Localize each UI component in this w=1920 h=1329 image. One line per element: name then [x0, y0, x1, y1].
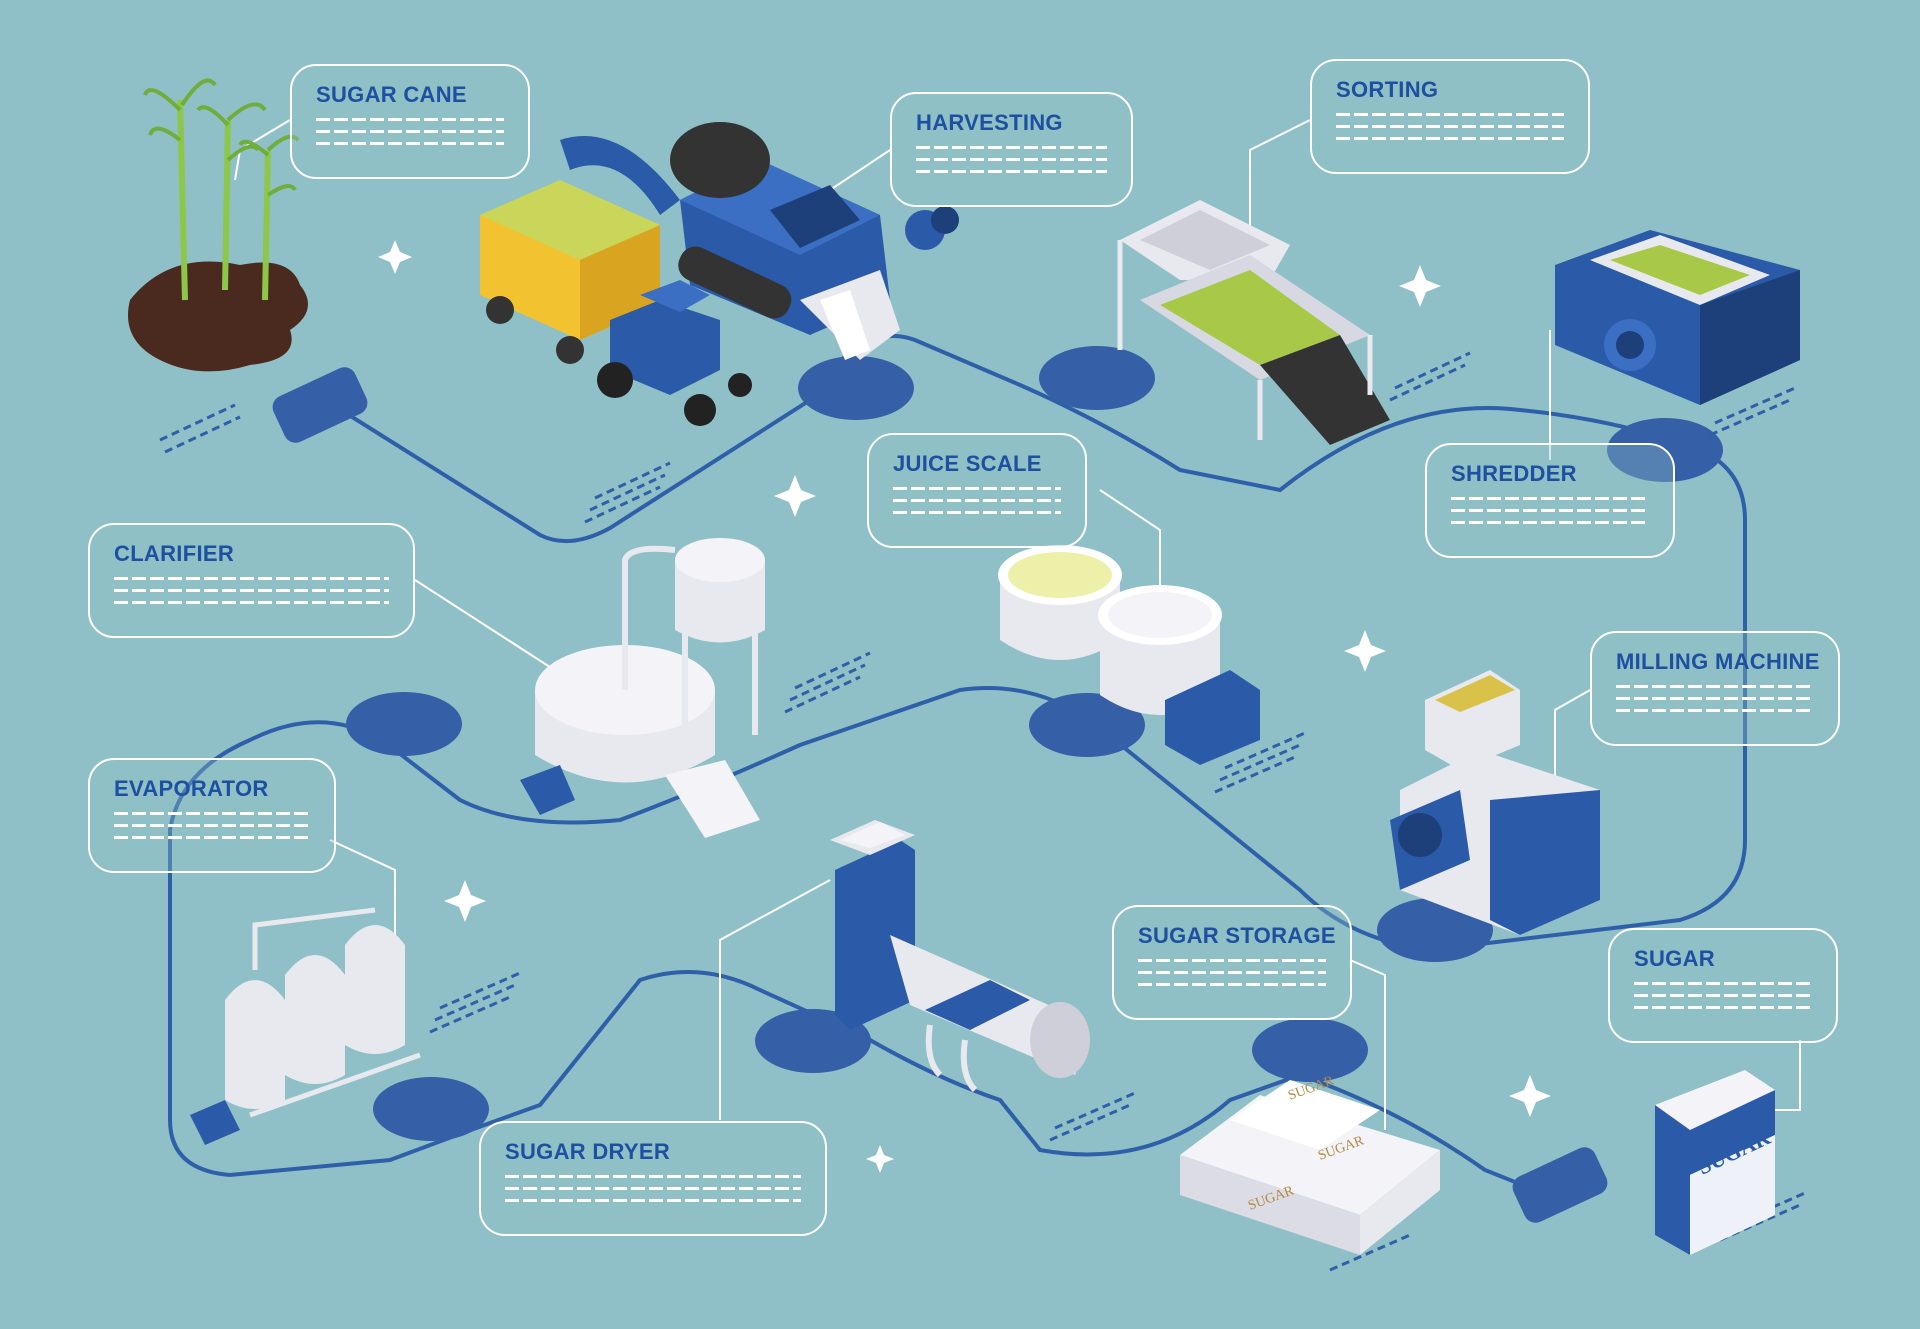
sugar-bags-icon: SUGAR SUGAR SUGAR — [1180, 1073, 1440, 1255]
flow-node-dryer — [755, 1009, 871, 1073]
sorting-conveyor-icon — [1117, 200, 1390, 445]
flow-node-start — [272, 367, 368, 443]
placeholder-text-lines — [1138, 959, 1326, 995]
stage-title: SORTING — [1336, 77, 1439, 102]
stage-title: SUGAR STORAGE — [1138, 923, 1336, 948]
placeholder-text-lines — [1336, 113, 1564, 149]
flow-node-sorting — [1039, 346, 1155, 410]
label-sugar-storage: SUGAR STORAGE — [1112, 905, 1352, 1020]
label-sugar-dryer: SUGAR DRYER — [479, 1121, 827, 1236]
stage-title: HARVESTING — [916, 110, 1063, 135]
milling-machine-icon — [1390, 670, 1600, 935]
tractor-trailer-icon — [480, 180, 752, 426]
stage-title: SUGAR — [1634, 946, 1715, 971]
label-juice-scale: JUICE SCALE — [867, 433, 1087, 548]
label-clarifier: CLARIFIER — [88, 523, 415, 638]
placeholder-text-lines — [114, 812, 310, 848]
flow-node-end — [1512, 1147, 1608, 1223]
placeholder-text-lines — [316, 118, 504, 154]
stage-title: MILLING MACHINE — [1616, 649, 1820, 674]
placeholder-text-lines — [114, 577, 389, 613]
stage-title: SUGAR DRYER — [505, 1139, 671, 1164]
evaporator-tanks-icon — [190, 907, 421, 1145]
flow-node-juice — [1029, 693, 1145, 757]
label-harvesting: HARVESTING — [890, 92, 1133, 207]
shredder-icon — [1555, 230, 1800, 405]
label-connectors — [234, 119, 1801, 1130]
clarifier-tank-icon — [520, 538, 765, 838]
placeholder-text-lines — [505, 1175, 801, 1211]
sparkle-icon — [378, 240, 1551, 1173]
label-milling-machine: MILLING MACHINE — [1590, 631, 1840, 746]
flow-nodes — [272, 346, 1723, 1223]
flow-node-clarifier — [346, 692, 462, 756]
label-shredder: SHREDDER — [1425, 443, 1675, 558]
sugar-package-icon: SUGAR — [1655, 1070, 1775, 1255]
placeholder-text-lines — [916, 146, 1107, 182]
flow-node-harvesting — [798, 356, 914, 420]
flow-node-evaporator — [373, 1077, 489, 1141]
placeholder-text-lines — [1634, 982, 1812, 1018]
placeholder-text-lines — [1616, 685, 1814, 721]
placeholder-text-lines — [1451, 497, 1649, 533]
flow-node-storage — [1252, 1018, 1368, 1082]
stage-title: CLARIFIER — [114, 541, 235, 566]
dryer-drum-icon — [830, 820, 1090, 1093]
harvester-icon — [560, 122, 959, 360]
label-sugar: SUGAR — [1608, 928, 1838, 1043]
stage-title: SHREDDER — [1451, 461, 1577, 486]
stage-title: SUGAR CANE — [316, 82, 467, 107]
decorative-hatches — [159, 351, 1806, 1272]
stage-title: JUICE SCALE — [893, 451, 1042, 476]
label-sorting: SORTING — [1310, 59, 1590, 174]
label-sugar-cane: SUGAR CANE — [290, 64, 530, 179]
label-evaporator: EVAPORATOR — [88, 758, 336, 873]
stage-title: EVAPORATOR — [114, 776, 269, 801]
placeholder-text-lines — [893, 487, 1061, 523]
sugar-cane-plant-icon — [128, 78, 308, 372]
juice-tanks-icon — [998, 545, 1260, 765]
